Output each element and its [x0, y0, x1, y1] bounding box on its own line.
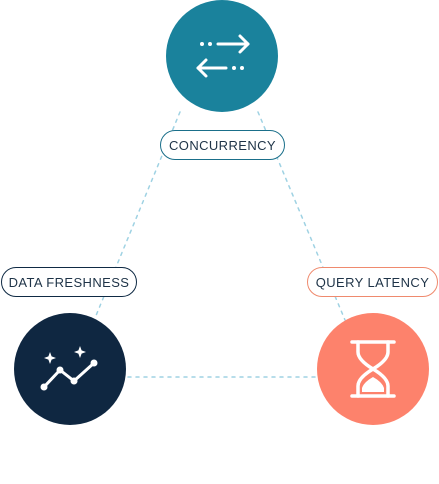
sparkle-trend-icon — [40, 346, 98, 391]
swap-arrows-icon — [196, 34, 250, 78]
hourglass-icon — [350, 340, 396, 398]
data-freshness-label: DATA FRESHNESS — [1, 267, 137, 297]
concurrency-label: CONCURRENCY — [160, 130, 285, 160]
connector-concurrency-latency — [257, 111, 346, 321]
concurrency-node — [166, 0, 278, 112]
freshness-node — [14, 313, 126, 425]
query-latency-label: QUERY LATENCY — [307, 267, 438, 297]
